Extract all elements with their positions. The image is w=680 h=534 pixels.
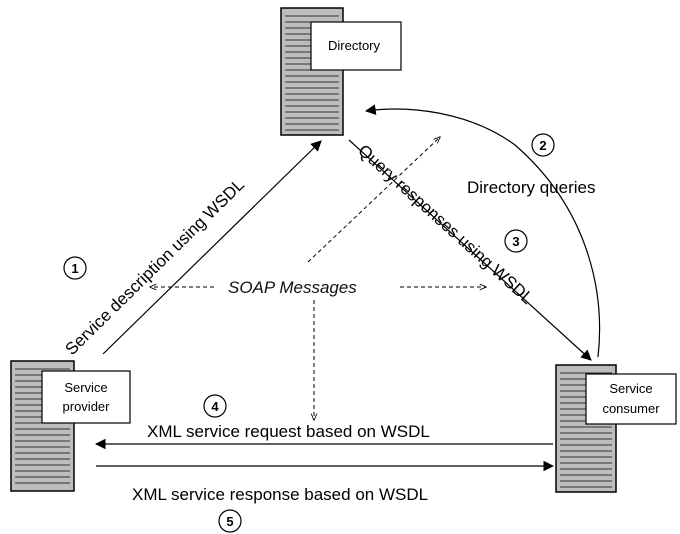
consumer-label-line2: consumer	[602, 401, 660, 416]
provider-label-line2: provider	[63, 399, 111, 414]
directory-queries-arrow	[364, 104, 601, 358]
directory-server: Directory	[280, 7, 402, 136]
step-1-label: 1	[71, 261, 78, 276]
xml-request-label: XML service request based on WSDL	[147, 422, 430, 441]
provider-label-line1: Service	[64, 380, 107, 395]
service-description-label: Service description using WSDL	[61, 175, 248, 359]
service-description-arrow	[102, 140, 322, 355]
query-responses-arrow	[348, 139, 592, 361]
step-5: 5	[218, 509, 242, 533]
step-5-label: 5	[226, 514, 233, 529]
step-1: 1	[63, 256, 87, 280]
soap-dashed-arrows	[150, 137, 486, 420]
consumer-label-box	[585, 373, 677, 425]
soap-arrow-up	[307, 137, 440, 263]
directory-label-box	[310, 21, 402, 71]
provider-label-box	[41, 370, 131, 424]
query-responses-label: Query responses using WSDL	[354, 141, 537, 308]
xml-response-label: XML service response based on WSDL	[132, 485, 428, 504]
step-2-label: 2	[539, 138, 546, 153]
step-2: 2	[531, 133, 555, 157]
directory-label: Directory	[328, 38, 381, 53]
step-4-label: 4	[211, 399, 219, 414]
step-4: 4	[203, 394, 227, 418]
consumer-label-line1: Service	[609, 381, 652, 396]
step-3: 3	[504, 229, 528, 253]
consumer-server: Service consumer	[555, 364, 677, 493]
step-3-label: 3	[512, 234, 519, 249]
provider-server: Service provider	[10, 360, 131, 492]
soap-messages-label: SOAP Messages	[228, 278, 357, 297]
directory-queries-label: Directory queries	[467, 178, 596, 197]
